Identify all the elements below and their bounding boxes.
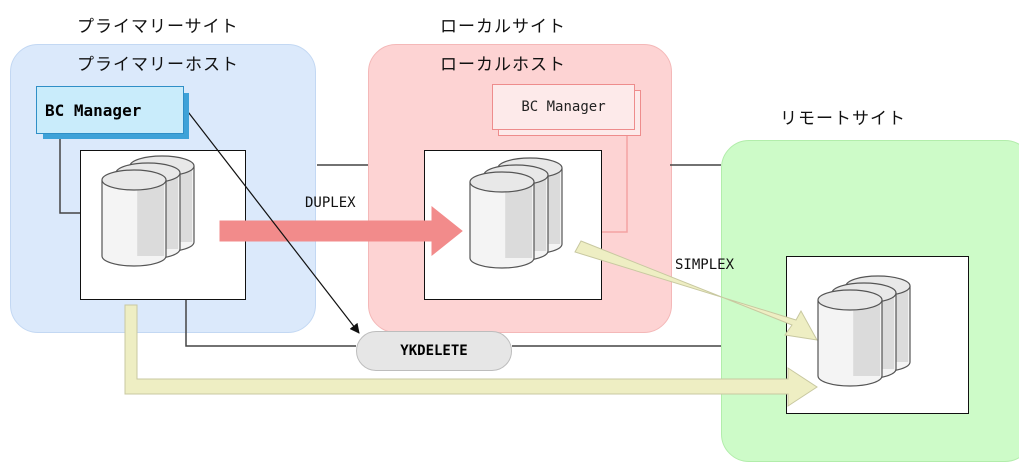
- local-bc-manager-label: BC Manager: [521, 99, 606, 115]
- command-arrow: [184, 107, 360, 334]
- simplex-arrow: [574, 240, 818, 341]
- primary-disk-shade-0: [137, 180, 165, 256]
- command-bus-line: [185, 300, 356, 347]
- primary-disk-top-0: [101, 169, 167, 191]
- network-lines: [59, 130, 721, 347]
- primary-bc-manager: BC Manager: [36, 86, 184, 134]
- primary-volume-stack: [101, 155, 195, 267]
- primary-host-storage-link: [59, 134, 80, 214]
- local-disk-top-0: [469, 171, 535, 193]
- disk-stacks: [101, 155, 911, 387]
- primary-site-label: プライマリーサイト: [77, 17, 239, 37]
- local-host-label: ローカルホスト: [440, 55, 566, 75]
- remote-disk-top-0: [817, 289, 883, 311]
- primary-remote-arrow: [124, 304, 818, 407]
- duplex-arrow: [219, 205, 463, 257]
- local-bc-manager: BC Manager: [492, 84, 635, 130]
- primary-host-label: プライマリーホスト: [77, 55, 239, 75]
- ykdelete-command: YKDELETE: [356, 331, 512, 371]
- connections-layer: [59, 107, 911, 407]
- local-disk-shade-0: [505, 182, 533, 258]
- duplex-label: DUPLEX: [305, 195, 356, 211]
- ykdelete-label: YKDELETE: [400, 343, 468, 359]
- simplex-label: SIMPLEX: [675, 257, 735, 273]
- primary-bc-manager-label: BC Manager: [45, 100, 142, 120]
- local-manager-storage-link: [602, 130, 628, 233]
- remote-volume-stack: [817, 275, 911, 387]
- diagram-canvas: BC Manager BC Manager YKDELETE プライマリーサイト…: [10, 17, 1019, 462]
- local-volume-stack: [469, 157, 563, 269]
- remote-site-label: リモートサイト: [780, 109, 906, 129]
- local-site-label: ローカルサイト: [440, 17, 566, 37]
- remote-disk-shade-0: [853, 300, 881, 376]
